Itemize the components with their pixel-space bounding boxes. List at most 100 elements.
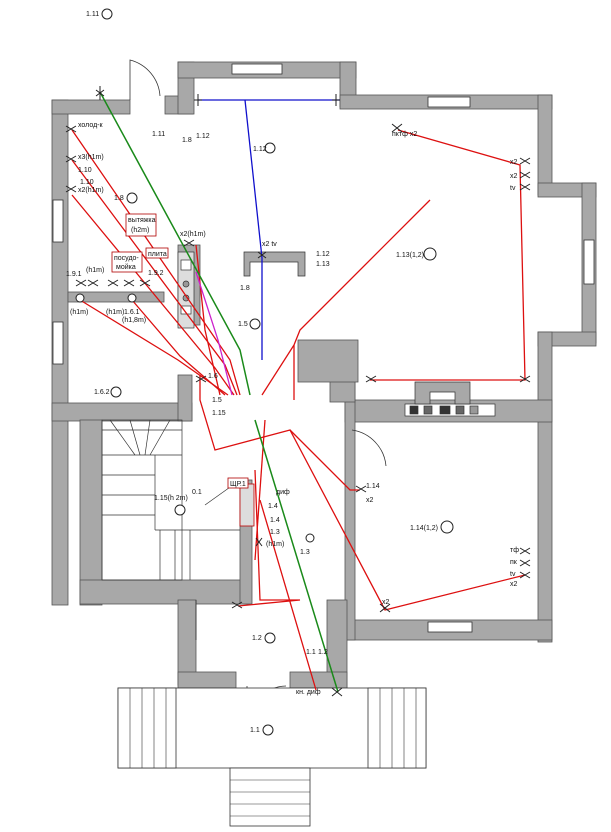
window-top [231,63,283,75]
light-symbol [264,142,276,154]
outlet-mark [519,571,531,579]
wall-entry-bottom-right [289,671,348,689]
label: tv [510,185,516,192]
windows [52,63,595,633]
label: пк [510,559,518,566]
cabinet-slot [180,305,192,315]
label: 1.4 [268,503,278,510]
partition-beam [243,251,306,277]
cabinet-burner [182,280,190,288]
outlet-marks [65,86,531,697]
outlet-mark [257,251,267,259]
outlet-mark [365,375,377,383]
outlet-mark [75,279,87,287]
window-right-bay [583,239,595,285]
wall-right-upper [537,94,553,196]
cabinet-slot [180,259,192,271]
label: 1.11 [152,131,165,138]
label: вытяжка [128,217,156,224]
label: 1.8 [114,195,124,202]
hearth-cell [469,405,479,415]
label-box-vytyazhka [125,213,157,237]
label: 1.11 [86,11,99,18]
label: 1.5 [212,397,222,404]
wire [195,271,233,396]
label: (h2m) [131,227,149,234]
porch-front-steps [229,767,311,827]
label-box-shr1 [227,477,249,489]
label: x2 [510,159,518,166]
outlet-mark [107,279,119,287]
light-symbol [110,386,122,398]
outlet-mark [519,183,531,191]
label: x2(h1m) [78,187,104,194]
wall-entry-bottom-left [177,671,237,689]
walls [51,61,597,689]
label: x2(h1m) [180,231,206,238]
label: (h1m) [106,309,124,316]
outlet-mark [379,603,391,613]
wall-top-left [51,99,131,115]
outlet-mark [519,157,531,165]
light-symbol [75,293,85,303]
label: кн. диф [296,689,321,696]
label: (h1m) [70,309,88,316]
wire [71,129,241,396]
label-box-plita [145,247,169,259]
label: холод-к [78,122,103,129]
label: 1.6.1 [124,309,140,316]
outlet-mark [95,86,105,100]
wire [259,499,317,691]
hearth-cell [455,405,465,415]
label: x2 [510,173,518,180]
stair-frame [101,419,183,581]
wire [79,299,229,396]
label: плита [148,251,167,258]
outlet-mark [65,155,77,163]
beam-shape [243,251,306,277]
label: 1.8 [182,137,192,144]
outlet-mark [391,123,403,133]
label: тф [510,547,519,554]
kitchen-cabinet [177,251,195,329]
light-symbol [249,318,261,330]
staircase [101,419,241,581]
light-symbol [440,520,454,534]
label: 1.12 [253,146,267,153]
outlet-mark [231,601,243,609]
label: 1.6 [208,373,218,380]
porch-left-steps [117,687,177,769]
label: (h1m) [266,541,284,548]
label: 1.14(1,2) [410,525,438,532]
hearth-cell [423,405,433,415]
label: 1.12 [316,251,330,258]
wall-stair-left [79,419,103,606]
outlet-mark [195,375,207,383]
label: 1.3 [300,549,310,556]
light-symbol [101,8,113,20]
hearth-cell [439,405,451,415]
label: x2 [366,497,374,504]
label: мойка [116,263,136,271]
label: 1.9.1 [66,271,82,278]
wall-kitchen-partition [67,291,165,303]
outlet-mark [519,547,531,555]
wall-bump-right-middle [329,379,356,403]
outlet-mark [183,239,195,247]
blue-wires [198,99,340,360]
wire [254,419,339,693]
light-symbol [305,533,315,543]
hearth-cell [409,405,419,415]
ceiling-lights [75,8,454,736]
electrical-panel [239,483,255,527]
label: диф [276,489,290,496]
label: tv [510,571,516,578]
label: 1.8 [240,285,250,292]
label: 1.15 [212,410,226,417]
outlet-mark [87,279,99,287]
wall-room-bump [297,339,359,383]
labels: 1.11 холод-к x3(h1m) 1.10 1.10 x2(h1m) 1… [66,11,519,734]
label: 1.3 [270,529,280,536]
wall-kitchen-left-bottom [51,402,193,422]
